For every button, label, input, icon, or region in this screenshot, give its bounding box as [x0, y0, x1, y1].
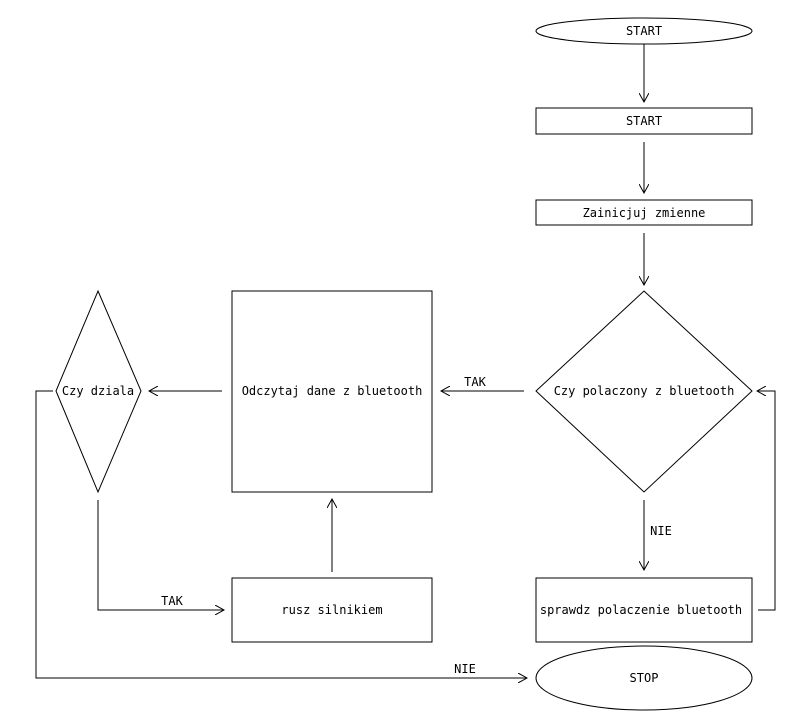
label-works-yes: TAK — [161, 594, 183, 608]
label-connected-no: NIE — [650, 524, 672, 538]
node-read-bt: Odczytaj dane z bluetooth — [231, 290, 433, 493]
node-move-motor-label: rusz silnikiem — [281, 603, 382, 617]
node-stop-terminal: STOP — [535, 645, 753, 711]
edge-check-to-decision — [757, 391, 776, 611]
node-move-motor: rusz silnikiem — [231, 577, 433, 643]
node-works-decision-label: Czy dziala — [62, 384, 134, 398]
node-init-vars: Zainicjuj zmienne — [535, 199, 753, 226]
node-check-connection-label: sprawdz polaczenie bluetooth — [540, 603, 742, 617]
node-start-process: START — [535, 107, 753, 135]
node-works-decision: Czy dziala — [55, 289, 142, 494]
node-start-process-label: START — [626, 114, 662, 128]
label-works-no: NIE — [454, 662, 476, 676]
node-start-terminal: START — [535, 17, 753, 45]
node-start-terminal-label: START — [626, 24, 662, 38]
edge-works-to-stop — [35, 390, 527, 678]
label-connected-yes: TAK — [464, 375, 486, 389]
node-connected-decision: Czy polaczony z bluetooth — [535, 290, 753, 493]
node-read-bt-label: Odczytaj dane z bluetooth — [242, 384, 423, 398]
node-init-vars-label: Zainicjuj zmienne — [583, 206, 706, 220]
node-stop-terminal-label: STOP — [630, 671, 659, 685]
edge-works-to-motor — [97, 500, 224, 610]
node-check-connection: sprawdz polaczenie bluetooth — [535, 577, 753, 643]
node-connected-decision-label: Czy polaczony z bluetooth — [554, 384, 735, 398]
